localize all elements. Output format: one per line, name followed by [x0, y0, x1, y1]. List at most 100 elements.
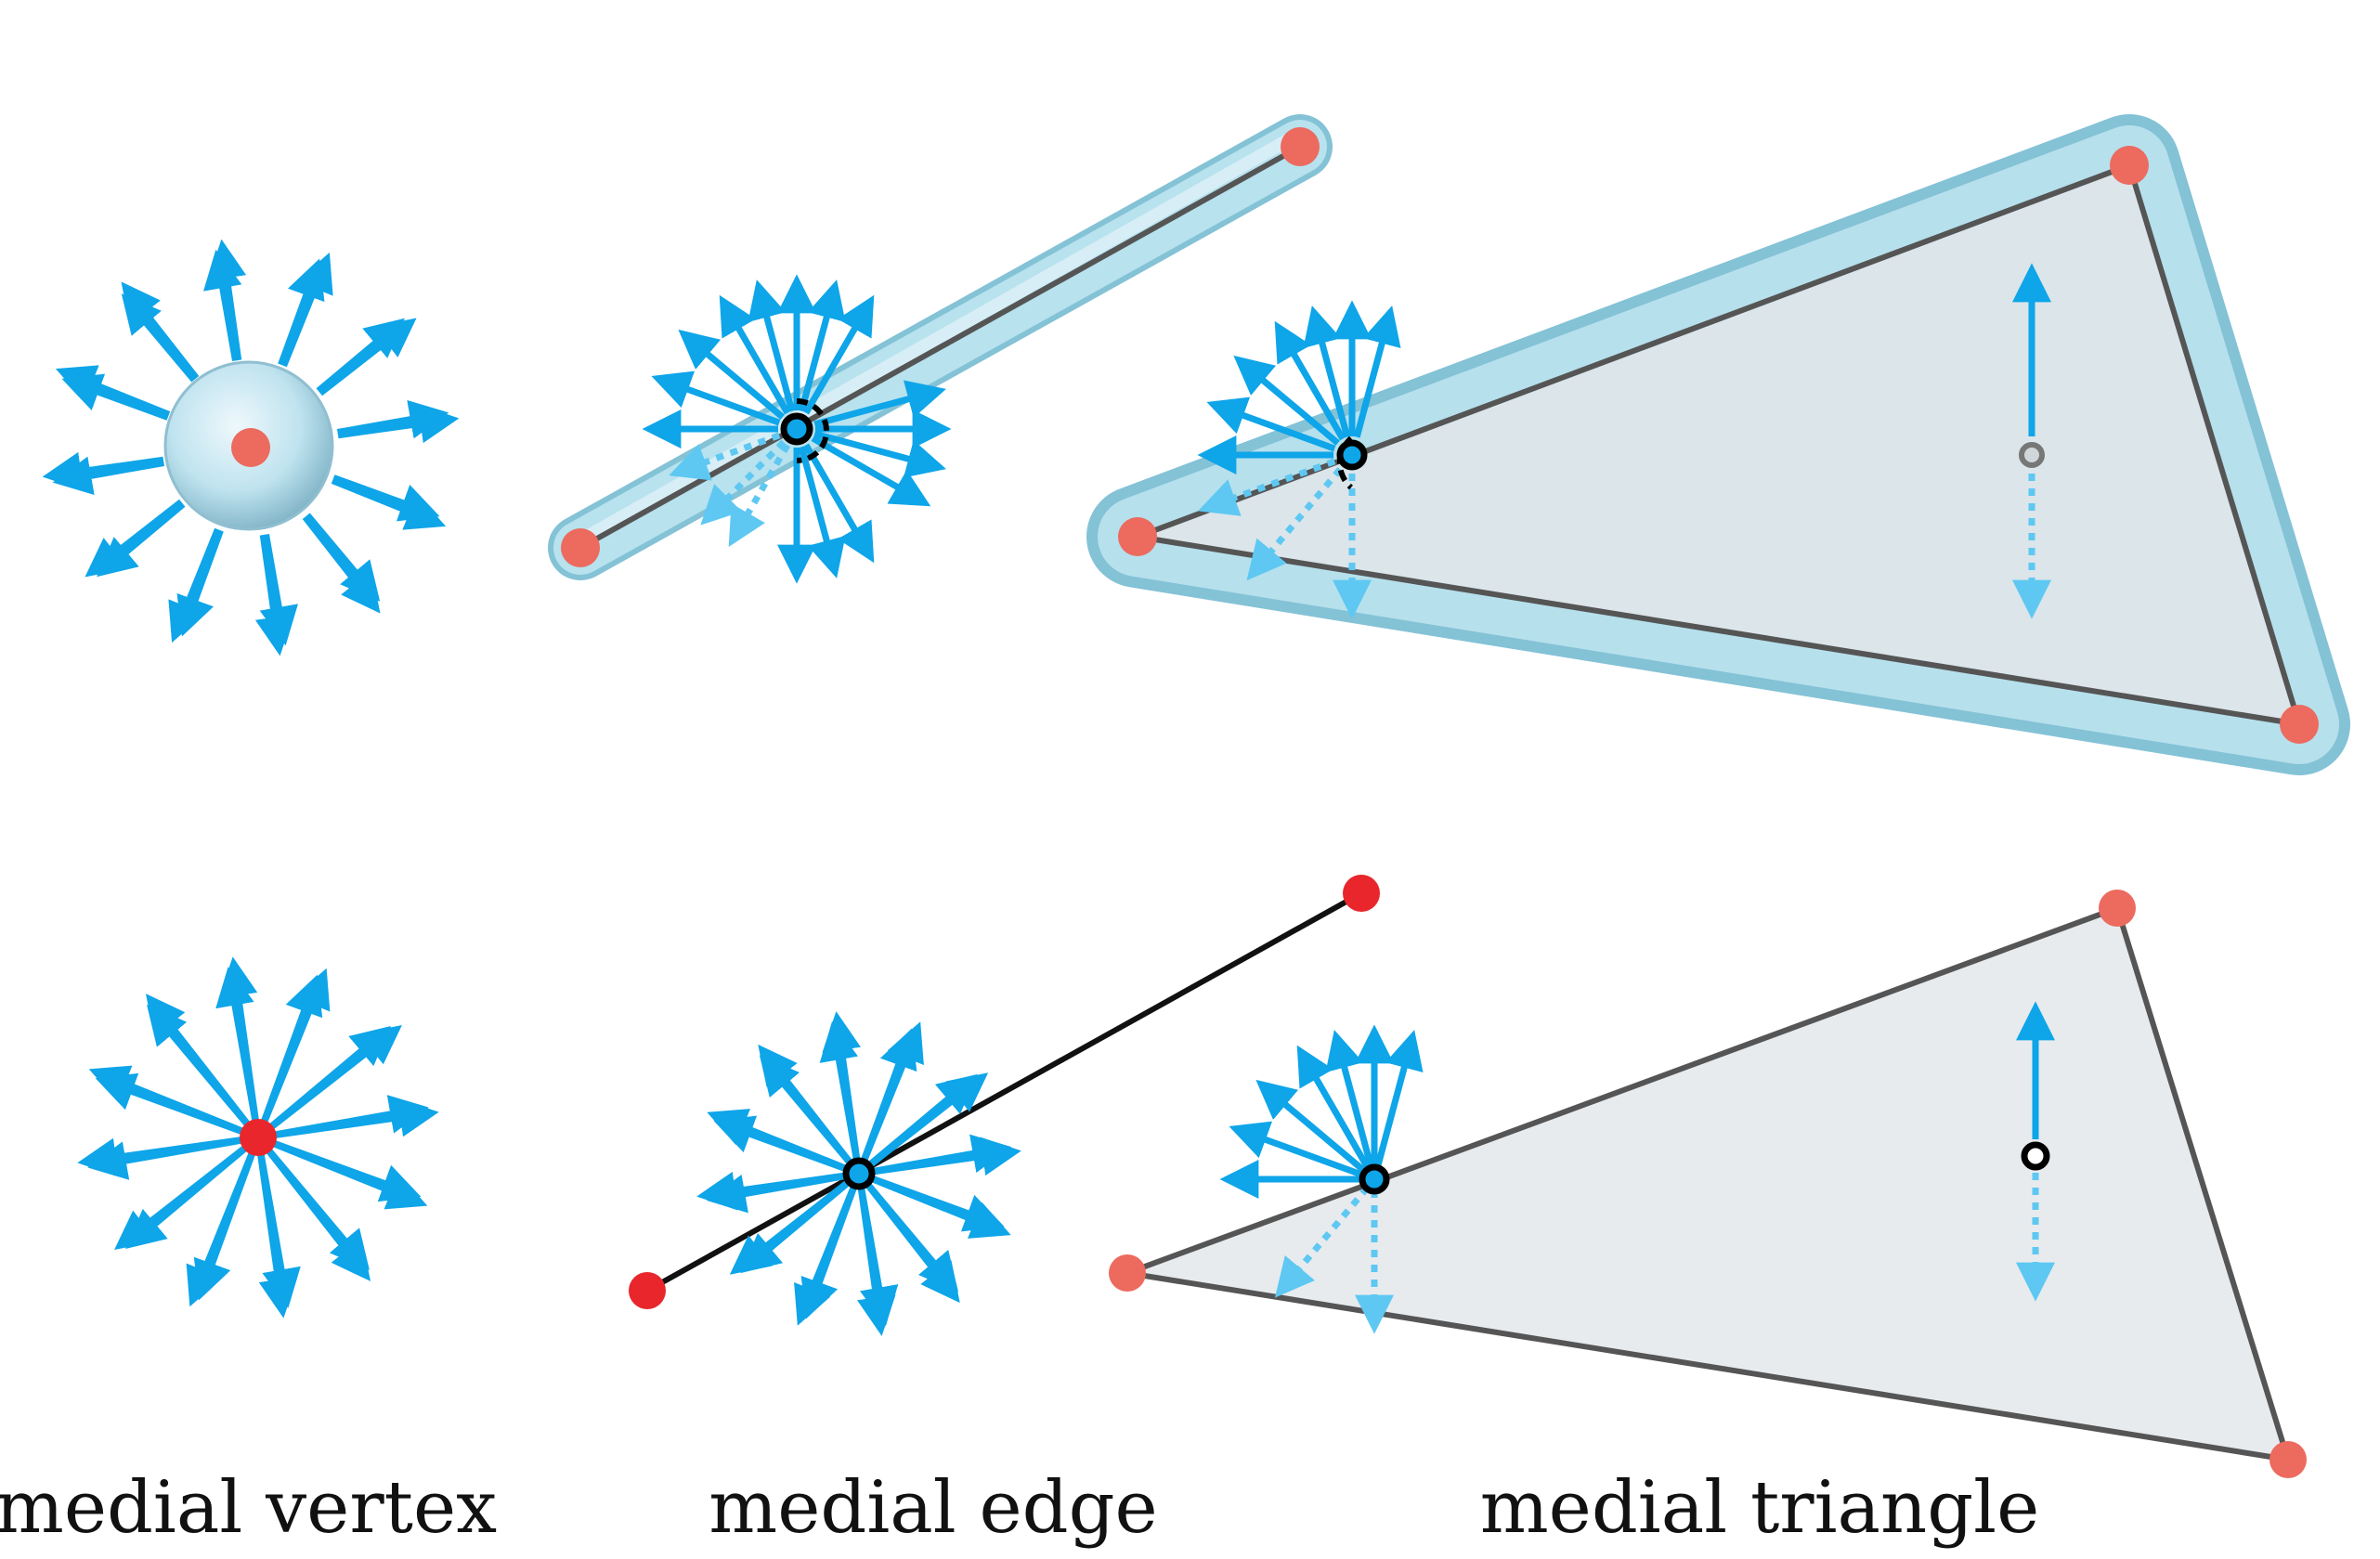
arrow-icon	[267, 1095, 429, 1139]
arrow-icon	[798, 446, 846, 578]
arrow-icon	[1353, 305, 1401, 438]
vertex-dot-icon	[629, 1272, 666, 1309]
arrow-icon	[859, 1028, 917, 1166]
arrow-icon	[256, 1146, 301, 1308]
bottom-vertex-arrows	[77, 956, 439, 1319]
arrow-icon	[316, 318, 405, 394]
arrow-icon	[811, 435, 931, 507]
medial-edge-line	[579, 144, 1302, 551]
triangle-slab-face	[1138, 165, 2299, 724]
arrow-icon	[864, 1073, 978, 1171]
arrow-icon	[125, 1140, 254, 1249]
arrow-icon	[280, 252, 333, 368]
bottom-triangle-group	[1109, 890, 2307, 1478]
arrow-icon	[263, 1026, 391, 1135]
arrow-icon	[1233, 355, 1340, 446]
arrow-icon	[52, 456, 165, 495]
top-triangle-arrows	[1197, 263, 2051, 619]
bottom-triangle-arrows	[1219, 1001, 2055, 1334]
arrow-icon	[87, 1136, 250, 1180]
arrow-icon	[97, 501, 186, 578]
arrow-icon	[261, 1142, 370, 1270]
arrow-icon	[332, 474, 440, 522]
arrow-icon	[802, 294, 875, 415]
arrow-icon	[121, 281, 200, 381]
arrow-icon	[258, 974, 323, 1130]
medial-triangle-face	[1125, 905, 2291, 1462]
bottom-edge-arrows	[696, 1011, 1021, 1336]
arrow-icon	[867, 1134, 1012, 1176]
top-edge-group	[548, 114, 1333, 584]
medial-edge-line	[645, 890, 1363, 1293]
arrow-icon	[798, 279, 846, 412]
dashed-arrow-icon	[728, 443, 791, 547]
dashed-arrow-icon	[1274, 1185, 1370, 1298]
arrow-icon	[713, 1115, 852, 1174]
vertex-dot-icon	[1281, 127, 1320, 166]
arrow-icon	[1325, 1030, 1375, 1170]
dashed-arrow-icon	[700, 439, 787, 526]
arrow-icon	[748, 279, 796, 412]
top-vertex-arrows	[42, 239, 460, 656]
arrow-icon	[866, 1174, 1005, 1232]
top-triangle-group	[1086, 114, 2350, 775]
arrow-icon	[800, 1181, 859, 1319]
arrow-icon	[55, 365, 171, 418]
arrow-icon	[719, 294, 791, 415]
vertex-dot-icon	[1109, 1254, 1146, 1292]
arrow-icon	[813, 380, 946, 428]
ring-point-icon	[1359, 1163, 1390, 1195]
arrow-icon	[1229, 1121, 1365, 1179]
arrow-icon	[857, 1182, 899, 1327]
arrow-icon	[678, 329, 785, 420]
vertex-dot-icon	[231, 428, 270, 467]
vertex-dot-icon	[2269, 1441, 2307, 1478]
arrow-icon	[203, 249, 242, 362]
ring-point-icon	[1336, 439, 1368, 471]
medial-triangle-outline	[1126, 162, 2304, 728]
bottom-vertex-group	[77, 956, 439, 1319]
arrow-icon	[759, 1055, 856, 1169]
vertex-dot-icon	[1118, 517, 1157, 556]
vertex-dot-icon	[561, 528, 600, 567]
arrow-icon	[331, 477, 447, 530]
arrow-icon	[813, 430, 946, 478]
vertex-dot-icon	[2099, 890, 2136, 927]
caption-medial-triangle: medial triangle	[1479, 1466, 2040, 1550]
arrow-icon	[336, 400, 449, 439]
caption-medial-vertex: medial vertex	[0, 1466, 498, 1550]
dashed-arrow-icon	[1246, 467, 1343, 581]
vertex-dot-icon	[2110, 146, 2149, 185]
arrow-icon	[168, 527, 221, 643]
arrow-icon	[1255, 1079, 1369, 1175]
ring-point-icon	[780, 412, 813, 446]
arrow-icon	[259, 533, 298, 646]
caption-medial-edge: medial edge	[709, 1466, 1158, 1550]
dashed-arrow-icon	[669, 432, 781, 481]
top-edge-arrows	[642, 274, 952, 584]
arrow-icon	[85, 499, 184, 578]
ring-point-icon	[2019, 442, 2045, 468]
bottom-edge-group	[629, 875, 1380, 1336]
vertex-dot-icon	[240, 1119, 277, 1156]
arrow-icon	[1296, 1045, 1372, 1172]
arrow-icon	[802, 443, 875, 564]
arrow-icon	[95, 1072, 251, 1137]
top-vertex-group	[42, 239, 460, 656]
ring-point-icon	[842, 1157, 876, 1190]
arrow-icon	[147, 1005, 255, 1133]
arrow-icon	[706, 1172, 851, 1214]
arrow-icon	[302, 514, 381, 614]
vertex-dot-icon	[2280, 705, 2319, 744]
arrow-icon	[819, 1020, 861, 1165]
arrow-icon	[1303, 305, 1351, 438]
arrow-icon	[121, 293, 197, 383]
arrow-icon	[1274, 320, 1346, 441]
arrow-icon	[215, 967, 260, 1129]
arrow-icon	[61, 373, 169, 421]
dashed-arrow-icon	[1198, 458, 1336, 516]
arrow-icon	[266, 1137, 422, 1202]
ring-point-icon	[2021, 1141, 2050, 1171]
arrow-icon	[318, 318, 417, 396]
